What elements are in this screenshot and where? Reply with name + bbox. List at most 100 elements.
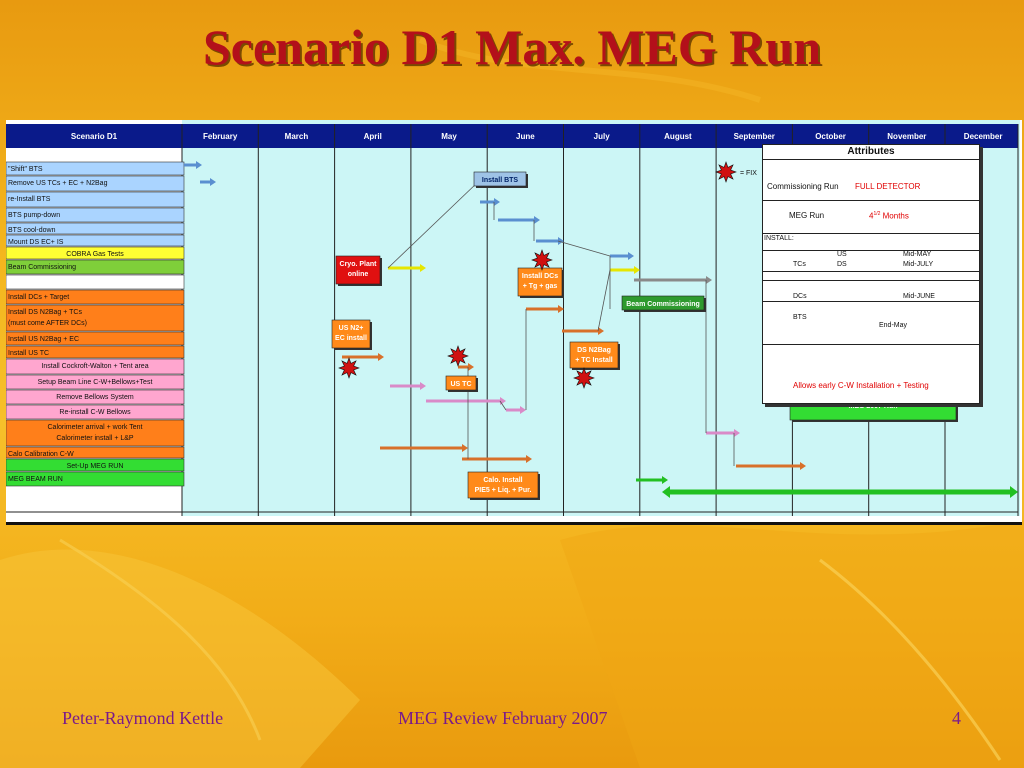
dependency-line <box>387 181 479 269</box>
callout-box <box>467 471 539 499</box>
attributes-note: Allows early C-W Installation + Testing <box>793 381 929 390</box>
month-label-june: June <box>516 132 535 141</box>
task-row-bg <box>6 259 185 275</box>
month-label-may: May <box>441 132 457 141</box>
dependency-line <box>597 269 611 332</box>
callout-text: PIE5 + Liq. + Pur. <box>475 487 532 494</box>
bar-meg-beam-run-tail <box>662 486 670 498</box>
task-label: Setup Beam Line C-W+Bellows+Test <box>38 379 153 386</box>
bar-beam-commissioning-head <box>706 276 712 284</box>
task-row-bg <box>6 389 185 405</box>
bar-remove-us-head <box>210 178 216 186</box>
meg-run-label: MEG Run <box>789 211 825 220</box>
task-row-bg <box>6 358 185 375</box>
footer-event: MEG Review February 2007 <box>398 708 608 728</box>
task-label: Install DCs + Target <box>8 294 69 301</box>
month-label-march: March <box>285 132 309 141</box>
callout-box <box>517 267 563 297</box>
bts-label: BTS <box>793 314 807 321</box>
bar-calo-install-head <box>526 455 532 463</box>
month-label-november: November <box>887 132 926 141</box>
callout-text: online <box>348 271 369 278</box>
task-row-bg <box>6 161 185 176</box>
task-row-bg <box>6 331 185 346</box>
month-label-september: September <box>734 132 775 141</box>
month-label-february: February <box>203 132 238 141</box>
callout-text: US TC <box>451 381 472 388</box>
callout-text: EC install <box>335 335 367 342</box>
month-label-august: August <box>664 132 692 141</box>
us-value: Mid-MAY <box>903 251 932 258</box>
callout-text: DS N2Bag <box>577 347 611 354</box>
callout-box <box>331 319 371 349</box>
commissioning-run-value: FULL DETECTOR <box>855 182 921 191</box>
task-label: Install US N2Bag + EC <box>8 336 79 343</box>
bar-cobra-gas-head <box>420 264 426 272</box>
task-label: BTS cool-down <box>8 227 56 234</box>
attributes-title: Attributes <box>763 145 979 160</box>
bar-shift-bts-head <box>196 161 202 169</box>
task-row-bg <box>6 222 185 235</box>
bar-install-us-tc-head <box>468 363 474 371</box>
month-label-october: October <box>815 132 846 141</box>
bar-remove-bellows-head <box>520 406 526 414</box>
bar-setup-meg-run-head <box>662 476 668 484</box>
task-row-bg <box>6 274 185 290</box>
callout-text: Cryo. Plant <box>340 261 378 268</box>
task-label: Calorimeter arrival + work Tent <box>48 424 143 431</box>
bar-reinstall-bts-head <box>494 198 500 206</box>
task-label: Calorimeter install + L&P <box>56 435 134 442</box>
ds-value: Mid-JULY <box>903 261 934 268</box>
task-row-bg <box>6 374 185 390</box>
bar-cobra-gas-2-head <box>634 266 640 274</box>
bar-mount-ds-head <box>628 252 634 260</box>
bar-reinstall-cw-head <box>734 429 740 437</box>
callout-text: Install BTS <box>482 177 519 184</box>
task-label: re-Install BTS <box>8 196 51 203</box>
bar-calo-calib-head <box>800 462 806 470</box>
task-label: Set-Up MEG RUN <box>67 463 124 470</box>
task-label: Install Cockroft-Walton + Tent area <box>41 363 148 370</box>
task-label: Calo Calibration C-W <box>8 451 74 458</box>
footer-page-number: 4 <box>952 708 961 728</box>
bar-bts-pumpdown-head <box>534 216 540 224</box>
task-label: BTS pump-down <box>8 212 60 219</box>
callout-text: Install DCs <box>522 273 558 280</box>
legend-fix-label: = FIX <box>740 170 757 177</box>
task-row-bg <box>6 304 185 332</box>
task-row-bg <box>6 191 185 208</box>
us-label: US <box>837 251 847 258</box>
task-label: Beam Commissioning <box>8 264 76 271</box>
task-row-bg <box>6 345 185 359</box>
callout-text: MEG 2007 Run <box>848 403 897 410</box>
dependency-line <box>557 240 611 257</box>
dependency-line <box>499 400 507 411</box>
callout-box <box>473 171 527 187</box>
task-label: "Shift" BTS <box>8 166 43 173</box>
fix-point-burst <box>531 249 553 271</box>
task-label: Remove US TCs + EC + N2Bag <box>8 180 108 187</box>
bar-install-ds-n2bag-head <box>598 327 604 335</box>
slide-title: Scenario D1 Max. MEG Run <box>202 19 822 75</box>
task-row-bg <box>6 446 185 459</box>
fix-point-burst <box>338 357 360 379</box>
callout-text: US N2+ <box>339 325 364 332</box>
task-label: Re-install C-W Bellows <box>59 409 131 416</box>
callout-box <box>445 375 477 391</box>
bar-install-us-n2bag-head <box>378 353 384 361</box>
tcs-label: TCs <box>793 261 806 268</box>
bar-install-cockroft-head <box>420 382 426 390</box>
bar-meg-beam-run-head <box>1010 486 1018 498</box>
meg-run-value: 41/2 Months <box>869 211 909 221</box>
task-row-bg <box>6 234 185 247</box>
task-row-bg <box>6 175 185 192</box>
task-label: Mount DS EC+ IS <box>8 239 64 246</box>
footer-author: Peter-Raymond Kettle <box>62 708 224 728</box>
task-row-bg <box>6 289 185 305</box>
fix-point-burst <box>573 367 595 389</box>
task-label: Remove Bellows System <box>56 394 134 401</box>
task-label: Install US TC <box>8 350 49 357</box>
task-label: Install DS N2Bag + TCs <box>8 309 82 316</box>
task-row-bg <box>6 458 185 472</box>
callout-text: + TC Install <box>575 357 613 364</box>
